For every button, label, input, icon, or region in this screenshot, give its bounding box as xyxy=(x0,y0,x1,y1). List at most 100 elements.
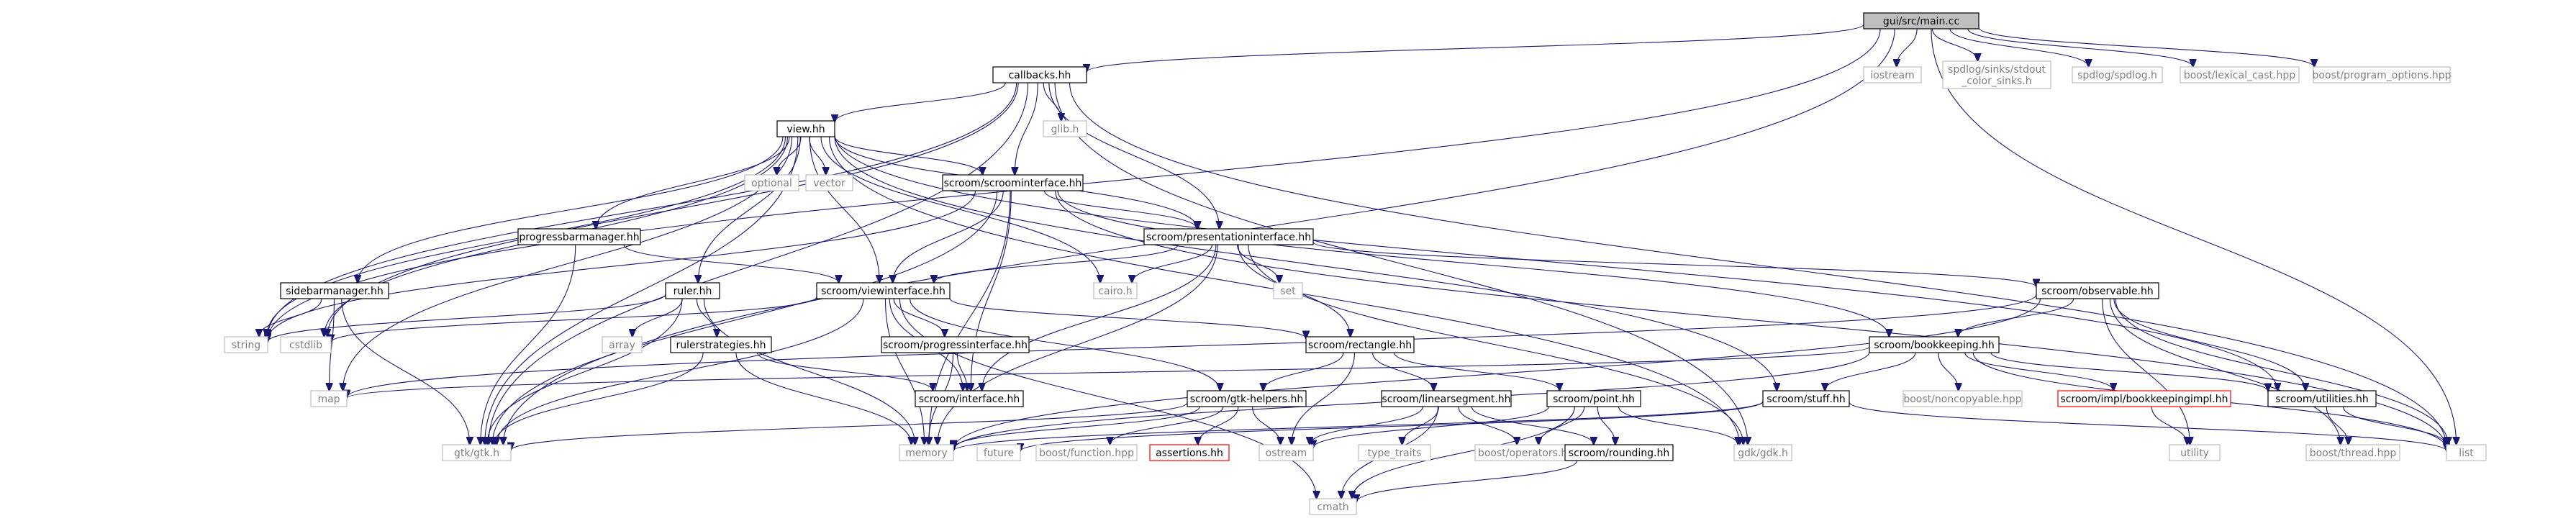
node-label-callbacks: callbacks.hh xyxy=(1009,70,1071,81)
edge-scroominterface-to-presentationinterface xyxy=(1043,190,1197,229)
edge-main-to-spdlog_sinks xyxy=(1931,28,1977,61)
node-interface[interactable]: scroom/interface.hh xyxy=(915,390,1024,407)
edge-presentationinterface-to-viewinterface xyxy=(934,244,1179,283)
node-progressbarmanager[interactable]: progressbarmanager.hh xyxy=(517,228,641,245)
edge-stuff-to-list xyxy=(1849,402,2446,451)
node-gtkhelpers[interactable]: scroom/gtk-helpers.hh xyxy=(1187,390,1307,407)
edge-main-to-spdlog xyxy=(1949,28,2089,67)
edge-main-to-program_options xyxy=(1978,27,2314,67)
node-map: map xyxy=(310,390,348,407)
node-stuff[interactable]: scroom/stuff.hh xyxy=(1762,390,1850,407)
node-box-gtkhelpers xyxy=(1187,390,1307,407)
node-label-iostream: iostream xyxy=(1870,70,1915,81)
node-box-rectangle xyxy=(1305,336,1415,353)
edge-main-to-iostream xyxy=(1897,28,1918,67)
edge-rulerstrategies-to-memory xyxy=(735,352,912,445)
edge-gtkhelpers-to-memory xyxy=(953,406,1200,448)
node-box-interface xyxy=(915,390,1024,407)
edge-gtkhelpers-to-ostream xyxy=(1252,406,1281,445)
node-box-string xyxy=(224,336,268,353)
edge-scroominterface-to-string xyxy=(268,190,976,340)
edge-stuff-to-memory xyxy=(953,401,1764,451)
node-box-sidebarmanager xyxy=(280,282,389,299)
edge-observable-to-utilities xyxy=(2113,298,2305,391)
node-label-rulerstrategies: rulerstrategies.hh xyxy=(676,340,766,351)
node-view[interactable]: view.hh xyxy=(776,120,835,137)
node-rectangle[interactable]: scroom/rectangle.hh xyxy=(1305,336,1415,353)
node-label-noncopyable: boost/noncopyable.hpp xyxy=(1903,394,2021,405)
node-observable[interactable]: scroom/observable.hh xyxy=(2036,282,2159,299)
edge-ruler-to-rulerstrategies xyxy=(696,298,717,337)
edge-bookkeeping-to-utilities xyxy=(1990,352,2268,391)
node-label-view: view.hh xyxy=(786,124,825,135)
node-main[interactable]: gui/src/main.cc xyxy=(1863,12,1979,30)
node-vector: vector xyxy=(805,174,853,191)
node-box-thread xyxy=(2305,444,2400,461)
node-box-callbacks xyxy=(992,66,1087,83)
node-label-function: boost/function.hpp xyxy=(1039,448,1134,459)
edge-callbacks-to-view xyxy=(835,82,1006,122)
node-lexical_cast: boost/lexical_cast.hpp xyxy=(2180,66,2300,83)
edge-rulerstrategies-to-gtk xyxy=(494,352,704,445)
node-linearsegment[interactable]: scroom/linearsegment.hh xyxy=(1381,390,1512,407)
edge-rectangle-to-point xyxy=(1394,352,1560,391)
edge-stuff-to-future xyxy=(1020,401,1764,451)
node-box-progressbarmanager xyxy=(517,228,641,245)
node-viewinterface[interactable]: scroom/viewinterface.hh xyxy=(816,282,951,299)
node-box-scroominterface xyxy=(942,174,1084,191)
node-label-cstdlib: cstdlib xyxy=(289,340,322,351)
edge-observable-to-map xyxy=(347,294,2037,397)
node-label-ostream: ostream xyxy=(1266,448,1307,459)
node-presentationinterface[interactable]: scroom/presentationinterface.hh xyxy=(1143,228,1314,245)
node-label-spdlog: spdlog/spdlog.h xyxy=(2077,70,2157,81)
node-box-ostream xyxy=(1258,444,1314,461)
node-operators: boost/operators.hpp xyxy=(1474,444,1584,461)
node-label-bookkeeping: scroom/bookkeeping.hh xyxy=(1874,340,1995,351)
node-box-spdlog xyxy=(2072,66,2163,83)
node-label-gtkhelpers: scroom/gtk-helpers.hh xyxy=(1190,394,1304,405)
edge-observable-to-bookkeeping xyxy=(1958,298,2074,337)
node-label-spdlog_sinks: spdlog/sinks/stdout xyxy=(1948,64,2046,76)
node-label-rectangle: scroom/rectangle.hh xyxy=(1308,340,1412,351)
node-box-linearsegment xyxy=(1381,390,1512,407)
node-scroominterface[interactable]: scroom/scroominterface.hh xyxy=(942,174,1084,191)
node-label-spdlog_sinks: _color_sinks.h xyxy=(1961,76,2031,87)
node-label-vector: vector xyxy=(813,178,845,189)
edge-point-to-ostream xyxy=(1313,406,1549,448)
edge-progressbarmanager-to-gtk xyxy=(481,244,576,445)
node-box-rulerstrategies xyxy=(670,336,772,353)
node-set: set xyxy=(1273,282,1303,299)
node-box-viewinterface xyxy=(816,282,951,299)
node-label-glib: glib.h xyxy=(1051,124,1079,135)
edge-sidebarmanager-to-string xyxy=(259,298,322,337)
edge-utilities-to-thread xyxy=(2326,406,2348,445)
node-bookkeeping[interactable]: scroom/bookkeeping.hh xyxy=(1869,336,2000,353)
node-label-progressbarmanager: progressbarmanager.hh xyxy=(519,232,639,243)
node-progressinterface[interactable]: scroom/progressinterface.hh xyxy=(881,336,1030,353)
node-box-noncopyable xyxy=(1902,390,2023,407)
edge-callbacks-to-presentationinterface xyxy=(1048,82,1220,229)
node-label-viewinterface: scroom/viewinterface.hh xyxy=(821,286,945,297)
node-callbacks[interactable]: callbacks.hh xyxy=(992,66,1087,83)
node-label-map: map xyxy=(317,394,340,405)
node-box-set xyxy=(1273,282,1303,299)
edge-bookkeeping-to-noncopyable xyxy=(1938,352,1959,391)
node-sidebarmanager[interactable]: sidebarmanager.hh xyxy=(280,282,389,299)
edge-callbacks-to-gtk xyxy=(489,82,1029,445)
edge-viewinterface-to-rectangle xyxy=(949,298,1306,338)
node-point[interactable]: scroom/point.hh xyxy=(1546,390,1641,407)
node-assertions: assertions.hh xyxy=(1149,444,1230,461)
node-label-memory: memory xyxy=(905,448,948,459)
node-rulerstrategies[interactable]: rulerstrategies.hh xyxy=(670,336,772,353)
node-utilities[interactable]: scroom/utilities.hh xyxy=(2267,390,2377,407)
node-rounding[interactable]: scroom/rounding.hh xyxy=(1564,444,1674,461)
edge-callbacks-to-gdk xyxy=(1054,82,1748,445)
edge-ruler-to-memory xyxy=(703,298,915,445)
node-box-observable xyxy=(2036,282,2159,299)
node-spdlog: spdlog/spdlog.h xyxy=(2072,66,2163,83)
node-iostream: iostream xyxy=(1863,66,1922,83)
edge-view-to-sidebarmanager xyxy=(358,136,784,283)
node-ruler[interactable]: ruler.hh xyxy=(665,282,720,299)
node-box-stuff xyxy=(1762,390,1850,407)
